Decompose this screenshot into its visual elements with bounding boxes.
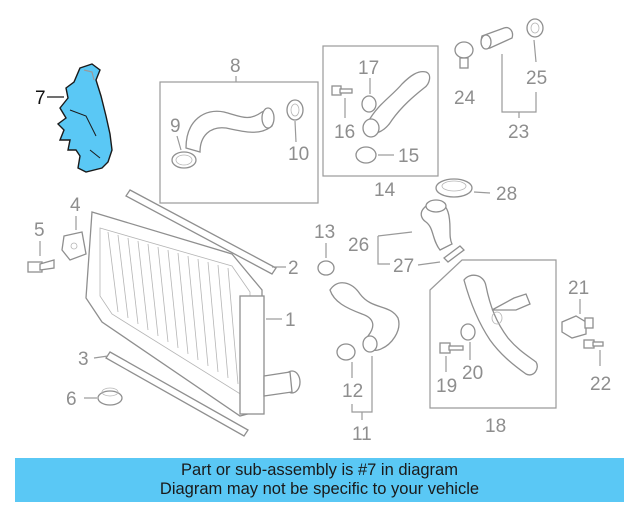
callout-27: 27	[393, 256, 414, 277]
group-box-8	[159, 81, 319, 204]
part-22-screw[interactable]	[583, 339, 604, 349]
group-box-14	[322, 45, 439, 177]
callout-8: 8	[230, 56, 241, 77]
part-28-cap[interactable]	[435, 178, 473, 198]
part-4-bracket[interactable]	[61, 231, 87, 261]
callout-7: 7	[35, 88, 46, 109]
part-23-hose[interactable]	[480, 26, 514, 50]
callout-14: 14	[374, 180, 396, 201]
callout-6: 6	[66, 389, 77, 410]
part-2-seal-strip[interactable]	[125, 189, 277, 275]
part-19-bolt[interactable]	[439, 342, 464, 354]
part-26-elbow[interactable]	[420, 199, 453, 251]
callout-20: 20	[462, 363, 483, 384]
part-24-clamp[interactable]	[454, 41, 474, 69]
callout-9: 9	[170, 116, 181, 137]
callout-22: 22	[590, 374, 611, 395]
parts-diagram: 7 8 9 10 14 17 16 15 24	[27, 18, 611, 445]
banner-line-1: Part or sub-assembly is #7 in diagram	[181, 461, 458, 479]
part-9-clamp[interactable]	[171, 151, 197, 169]
part-27-pin[interactable]	[443, 245, 465, 263]
part-15-clamp[interactable]	[355, 146, 377, 164]
callout-25: 25	[526, 68, 547, 89]
callout-24: 24	[454, 88, 476, 109]
part-18-duct[interactable]	[463, 274, 538, 376]
callout-11: 11	[352, 424, 372, 445]
callout-13: 13	[314, 222, 335, 243]
callout-19: 19	[436, 376, 457, 397]
callout-28: 28	[496, 184, 517, 205]
part-5-screw[interactable]	[27, 259, 55, 273]
part-17-fitting[interactable]	[361, 95, 377, 113]
part-21-sensor[interactable]	[561, 315, 594, 339]
part-6-grommet[interactable]	[97, 387, 123, 406]
callout-5: 5	[34, 220, 45, 241]
part-13-clamp[interactable]	[317, 260, 335, 276]
callout-21: 21	[568, 278, 589, 299]
part-11-hose[interactable]	[329, 282, 400, 353]
part-1-intercooler[interactable]	[85, 211, 301, 417]
callout-10: 10	[288, 144, 309, 165]
callout-12: 12	[342, 381, 363, 402]
group-box-18	[429, 259, 557, 409]
callout-18: 18	[485, 416, 506, 437]
callout-15: 15	[398, 146, 419, 167]
part-10-seal[interactable]	[286, 99, 304, 121]
part-8-hose[interactable]	[185, 107, 275, 153]
part-25-seal[interactable]	[526, 18, 544, 38]
part-12-clamp[interactable]	[336, 343, 356, 361]
callout-1: 1	[285, 310, 296, 331]
part-14-pipe[interactable]	[362, 70, 431, 138]
part-16-bolt[interactable]	[331, 85, 353, 96]
info-banner: Part or sub-assembly is #7 in diagram Di…	[15, 458, 624, 502]
banner-line-2: Diagram may not be specific to your vehi…	[159, 480, 480, 498]
callout-26: 26	[348, 235, 369, 256]
callout-23: 23	[508, 122, 529, 143]
callout-3: 3	[78, 349, 89, 370]
callout-4: 4	[70, 195, 81, 216]
callout-16: 16	[334, 122, 355, 143]
callout-17: 17	[358, 58, 379, 79]
callout-2: 2	[288, 258, 299, 279]
part-20-grommet[interactable]	[460, 323, 476, 341]
part-7-air-guide[interactable]	[56, 63, 113, 173]
